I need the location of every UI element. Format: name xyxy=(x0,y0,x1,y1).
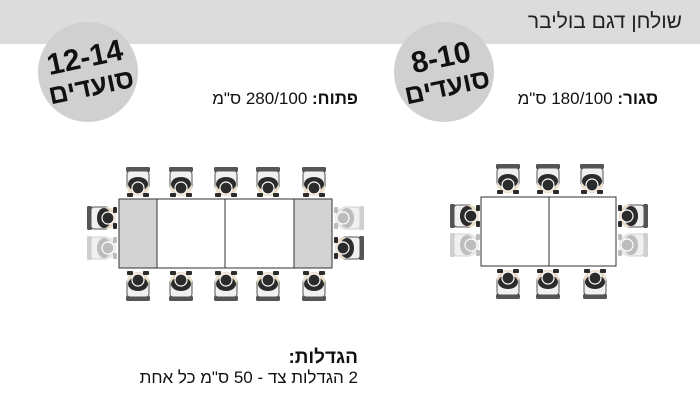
closed-dimensions: סגור: 180/100 ס"מ xyxy=(518,89,658,109)
table-top-right xyxy=(548,196,617,267)
seat-icon xyxy=(256,167,280,197)
extensions-note: הגדלות: 2 הגדלות צד - 50 ס"מ כל אחת xyxy=(140,348,358,388)
open-dimensions-label: פתוח: xyxy=(312,89,358,108)
extensions-title: הגדלות: xyxy=(288,347,358,368)
extension-leaf-right xyxy=(293,198,333,269)
page-title: שולחן דגם בוליבר xyxy=(527,10,682,33)
seats-layer xyxy=(87,164,648,301)
seat-icon xyxy=(169,167,193,197)
seat-icon xyxy=(496,164,520,194)
optional-seat-icon xyxy=(618,233,648,257)
open-dimensions: פתוח: 280/100 ס"מ xyxy=(212,89,358,109)
seat-icon xyxy=(450,204,480,228)
seat-icon xyxy=(618,204,648,228)
seat-icon xyxy=(536,164,560,194)
seat-icon xyxy=(583,269,607,299)
seat-icon xyxy=(580,164,604,194)
seat-icon xyxy=(302,167,326,197)
optional-seat-icon xyxy=(450,233,480,257)
seat-icon xyxy=(334,236,364,260)
open-dimensions-value: 280/100 ס"מ xyxy=(212,89,308,108)
extension-leaf-left xyxy=(118,198,158,269)
extensions-text: 2 הגדלות צד - 50 ס"מ כל אחת xyxy=(139,368,358,387)
closed-dimensions-label: סגור: xyxy=(617,89,658,108)
open-table-plan xyxy=(118,198,333,269)
closed-table-plan xyxy=(480,196,617,267)
table-top-left xyxy=(480,196,550,267)
seat-icon xyxy=(169,271,193,301)
seat-icon xyxy=(87,206,117,230)
seat-icon xyxy=(302,271,326,301)
seat-icon xyxy=(536,269,560,299)
table-top-left xyxy=(156,198,226,269)
table-top-right xyxy=(224,198,295,269)
seat-icon xyxy=(214,167,238,197)
seat-icon xyxy=(214,271,238,301)
optional-seat-icon xyxy=(334,206,364,230)
seat-icon xyxy=(126,167,150,197)
seat-icon xyxy=(126,271,150,301)
seat-icon xyxy=(256,271,280,301)
seat-icon xyxy=(496,269,520,299)
optional-seat-icon xyxy=(87,236,117,260)
closed-dimensions-value: 180/100 ס"מ xyxy=(517,89,613,108)
